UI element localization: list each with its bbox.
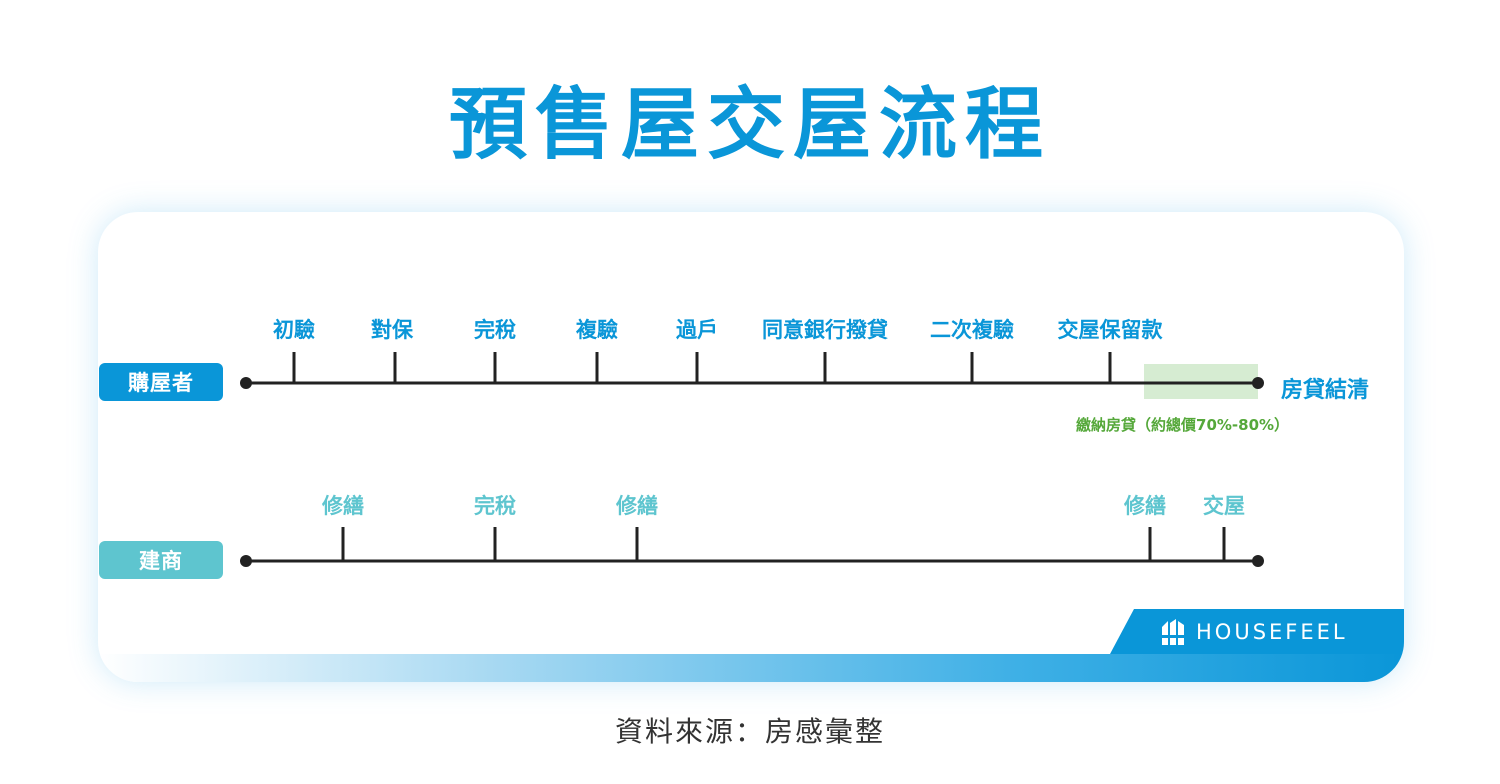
card-bottom-bar bbox=[98, 654, 1404, 682]
page-title: 預售屋交屋流程 bbox=[448, 80, 1051, 170]
buyer-milestone-label: 過戶 bbox=[676, 318, 718, 342]
brand-tab: HOUSEFEEL bbox=[1110, 609, 1404, 654]
builder-start-dot bbox=[240, 555, 252, 567]
mortgage-note: 繳納房貸（約總價70%-80%） bbox=[1076, 416, 1290, 434]
source-note: 資料來源：房感彙整 bbox=[614, 715, 885, 748]
buyer-milestone-label: 複驗 bbox=[576, 318, 618, 342]
builder-milestone-label: 修繕 bbox=[322, 494, 364, 518]
housefeel-logo-icon bbox=[1162, 618, 1184, 645]
lane-tag-buyer: 購屋者 bbox=[99, 363, 223, 401]
builder-milestone-label: 修繕 bbox=[1124, 494, 1166, 518]
buyer-milestone-label: 初驗 bbox=[273, 318, 315, 342]
buyer-milestone-label: 對保 bbox=[371, 318, 413, 342]
lane-tag-builder: 建商 bbox=[99, 541, 223, 579]
builder-milestone-label: 交屋 bbox=[1203, 494, 1245, 518]
buyer-milestone-label: 同意銀行撥貸 bbox=[762, 318, 888, 342]
builder-milestone-label: 修繕 bbox=[616, 494, 658, 518]
builder-end-dot bbox=[1252, 555, 1264, 567]
buyer-end-label: 房貸結清 bbox=[1281, 378, 1370, 403]
builder-milestone-label: 完稅 bbox=[474, 494, 516, 518]
buyer-milestone-label: 交屋保留款 bbox=[1057, 318, 1163, 342]
buyer-start-dot bbox=[240, 377, 252, 389]
buyer-end-dot bbox=[1252, 377, 1264, 389]
buyer-milestone-label: 完稅 bbox=[474, 318, 516, 342]
buyer-milestone-label: 二次複驗 bbox=[930, 318, 1014, 342]
brand-name: HOUSEFEEL bbox=[1196, 619, 1348, 644]
diagram-card: HOUSEFEEL bbox=[98, 212, 1404, 682]
